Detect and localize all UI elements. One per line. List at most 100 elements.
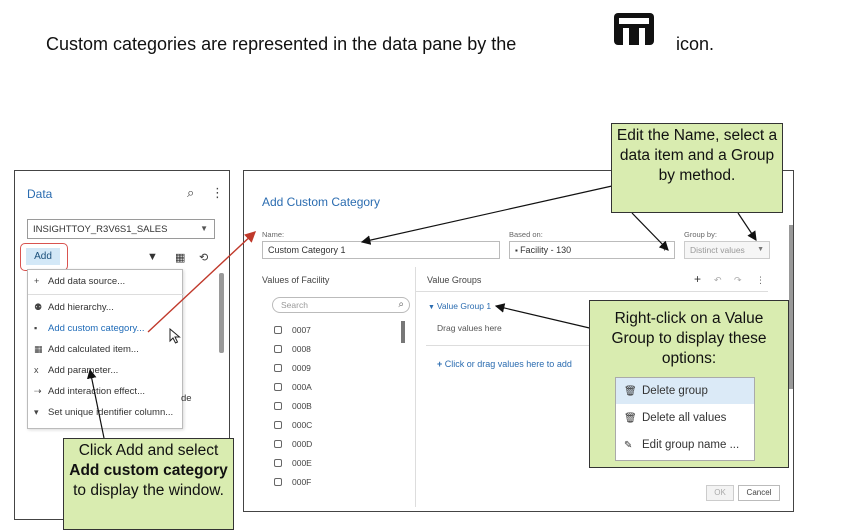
checkbox[interactable] (274, 345, 282, 353)
checkbox[interactable] (274, 459, 282, 467)
trash-icon: 🗑 (624, 413, 637, 424)
value-label: 000D (292, 439, 313, 449)
callout-text: to display the window. (73, 482, 224, 500)
menu-item-add-data-source[interactable]: +Add data source... (34, 276, 125, 287)
ok-button[interactable]: OK (706, 485, 734, 501)
menu-item-label: Add hierarchy... (48, 302, 114, 313)
menu-item-label: Add parameter... (48, 365, 119, 376)
search-icon[interactable]: ⌕ (187, 185, 195, 200)
callout-right-click: Right-click on a Value Group to display … (589, 300, 789, 468)
menu-item-label: Set unique identifier column... (48, 407, 174, 418)
checkbox[interactable] (274, 326, 282, 334)
value-row[interactable]: 000F (274, 477, 311, 487)
context-item-label: Edit group name ... (642, 439, 740, 451)
value-row[interactable]: 000E (274, 458, 312, 468)
menu-item-add-interaction-effect[interactable]: ⇢Add interaction effect... (34, 386, 145, 397)
add-values-link[interactable]: + Click or drag values here to add (437, 359, 572, 369)
value-label: 000C (292, 420, 313, 430)
custom-category-icon: ▪ (515, 246, 521, 255)
more-icon[interactable]: ⋮ (756, 275, 765, 285)
menu-item-set-unique-identifier[interactable]: ▾ Set unique identifier column... (34, 407, 173, 418)
callout-text: Right-click on a Value Group to display … (611, 310, 767, 368)
value-row[interactable]: 0009 (274, 363, 311, 373)
cancel-button[interactable]: Cancel (738, 485, 780, 501)
add-group-icon[interactable]: + (694, 272, 702, 286)
value-label: 0008 (292, 344, 311, 354)
value-group-1[interactable]: ▼ Value Group 1 (428, 301, 491, 311)
plus-icon: + (34, 276, 40, 286)
callout-click-add: Click Add and select Add custom category… (63, 438, 234, 530)
context-item-delete-group[interactable]: 🗑 Delete group (616, 378, 754, 404)
checkbox[interactable] (274, 478, 282, 486)
filter-icon[interactable]: ▼ (147, 251, 158, 263)
value-row[interactable]: 000C (274, 420, 312, 430)
search-placeholder: Search (281, 300, 308, 310)
pane-title: Data (27, 187, 53, 201)
context-item-delete-all-values[interactable]: 🗑 Delete all values (616, 405, 754, 431)
key-icon: ▾ (34, 407, 39, 417)
checkbox[interactable] (274, 402, 282, 410)
name-input[interactable]: Custom Category 1 (262, 241, 500, 259)
value-row[interactable]: 000A (274, 382, 312, 392)
menu-item-add-parameter[interactable]: x Add parameter... (34, 365, 118, 376)
drag-values-placeholder: Drag values here (437, 323, 502, 333)
values-search-input[interactable]: Search ⌕ (272, 297, 410, 313)
data-source-select[interactable]: INSIGHTTOY_R3V6S1_SALES ▼ (27, 219, 215, 239)
edit-icon: ✎ (624, 440, 633, 451)
context-item-label: Delete all values (642, 412, 727, 424)
mouse-cursor-icon (169, 327, 181, 347)
value-row[interactable]: 000B (274, 401, 312, 411)
calculator-icon: ▦ (34, 344, 43, 354)
value-label: 000A (292, 382, 312, 392)
add-button[interactable]: Add (26, 248, 60, 265)
data-source-value: INSIGHTTOY_R3V6S1_SALES (33, 224, 168, 235)
value-label: 000F (292, 477, 312, 487)
checkbox[interactable] (274, 383, 282, 391)
context-item-edit-group-name[interactable]: ✎ Edit group name ... (616, 432, 754, 458)
group-by-select[interactable]: Distinct values ▼ (684, 241, 770, 259)
scrollbar[interactable] (219, 273, 224, 353)
add-values-label: Click or drag values here to add (444, 359, 572, 369)
name-label: Name: (262, 230, 285, 239)
based-on-value: Facility - 130 (520, 245, 572, 255)
value-row[interactable]: 000D (274, 439, 312, 449)
value-label: 0007 (292, 325, 311, 335)
background-text-fragment: de (181, 393, 192, 404)
caption-tail: icon. (676, 34, 715, 54)
value-label: 000E (292, 458, 312, 468)
caption-text: Custom categories are represented in the… (46, 34, 517, 54)
undo-icon[interactable]: ↶ (714, 275, 722, 285)
scrollbar[interactable] (401, 321, 405, 343)
menu-item-add-calculated-item[interactable]: ▦Add calculated item... (34, 344, 139, 355)
table-icon[interactable]: ▦ (175, 252, 186, 264)
chevron-down-icon: ▼ (200, 224, 208, 233)
trash-icon: 🗑 (624, 386, 637, 397)
parameter-icon: x (34, 365, 39, 375)
checkbox[interactable] (274, 440, 282, 448)
custom-category-icon (612, 12, 656, 46)
values-of-facility-label: Values of Facility (262, 275, 330, 285)
based-on-label: Based on: (509, 230, 543, 239)
checkbox[interactable] (274, 421, 282, 429)
scrollbar[interactable] (789, 225, 793, 389)
redo-icon[interactable]: ↷ (734, 275, 742, 285)
callout-edit-name: Edit the Name, select a data item and a … (611, 123, 783, 213)
divider (415, 267, 416, 507)
group-by-value: Distinct values (690, 245, 745, 255)
context-item-label: Delete group (642, 385, 708, 397)
callout-bold-text: Add custom category (69, 462, 228, 480)
swap-icon[interactable]: ⟲ (199, 252, 209, 264)
menu-item-add-hierarchy[interactable]: ⚉Add hierarchy... (34, 302, 114, 313)
context-menu: 🗑 Delete group 🗑 Delete all values ✎ Edit g… (615, 377, 755, 461)
more-icon[interactable]: ⋮ (211, 185, 224, 200)
value-row[interactable]: 0007 (274, 325, 311, 335)
value-label: 0009 (292, 363, 311, 373)
plus-icon: + (437, 359, 445, 369)
checkbox[interactable] (274, 364, 282, 372)
value-row[interactable]: 0008 (274, 344, 311, 354)
value-groups-label: Value Groups (427, 275, 482, 285)
dialog-title: Add Custom Category (262, 195, 381, 209)
value-label: 000B (292, 401, 312, 411)
menu-item-add-custom-category[interactable]: ▪Add custom category... (34, 323, 144, 334)
